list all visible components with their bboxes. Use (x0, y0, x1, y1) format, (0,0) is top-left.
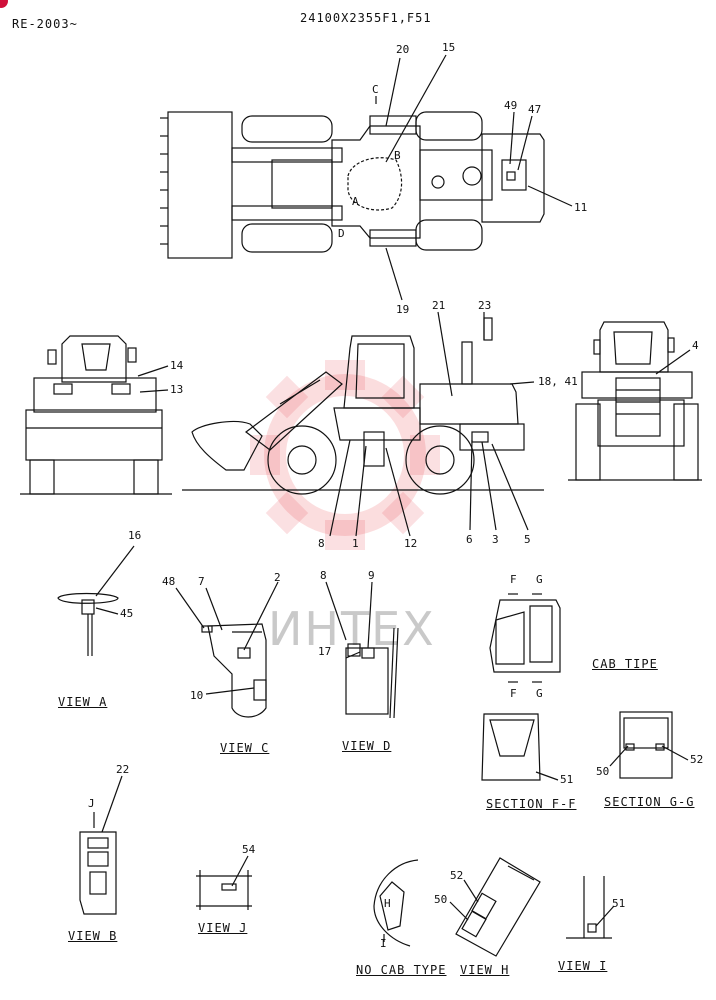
callout-51-ff: 51 (560, 773, 574, 786)
section-mark-g-top: G (536, 573, 543, 586)
view-c-drawing (201, 623, 267, 718)
callout-23: 23 (478, 299, 492, 312)
view-d-drawing (345, 627, 399, 719)
top-view-drawing (160, 111, 545, 259)
callout-9: 9 (368, 569, 375, 582)
caption-view-c: VIEW C (220, 741, 270, 755)
no-cab-type-drawing (373, 859, 419, 947)
section-gg-drawing (619, 711, 673, 779)
callout-48: 48 (162, 575, 176, 588)
callout-4: 4 (692, 339, 699, 352)
caption-view-d: VIEW D (342, 739, 392, 753)
caption-view-h: VIEW H (460, 963, 510, 977)
callout-1: 1 (352, 537, 359, 550)
callout-19: 19 (396, 303, 410, 316)
view-b-drawing (79, 812, 117, 915)
cab-tipe-drawing (489, 593, 561, 683)
callout-45: 45 (120, 607, 134, 620)
callout-51-i: 51 (612, 897, 626, 910)
callout-d: D (338, 227, 345, 240)
view-j-drawing (196, 870, 252, 910)
callout-18-41: 18, 41 (538, 375, 578, 388)
callout-54: 54 (242, 843, 256, 856)
callout-a: A (352, 195, 359, 208)
callout-22: 22 (116, 763, 130, 776)
caption-no-cab-type: NO CAB TYPE (356, 963, 447, 977)
caption-section-ff: SECTION F-F (486, 797, 577, 811)
callout-j: J (88, 797, 95, 810)
callout-16: 16 (128, 529, 142, 542)
callout-50-gg: 50 (596, 765, 610, 778)
caption-view-b: VIEW B (68, 929, 118, 943)
callout-15: 15 (442, 41, 456, 54)
callout-10: 10 (190, 689, 204, 702)
callout-50-h: 50 (434, 893, 448, 906)
callout-b: B (394, 149, 401, 162)
callout-2: 2 (274, 571, 281, 584)
callout-21: 21 (432, 299, 446, 312)
callout-i: I (380, 937, 387, 950)
callout-11: 11 (574, 201, 588, 214)
side-view-drawing (182, 317, 544, 495)
callout-8-viewd: 8 (320, 569, 327, 582)
section-mark-g-bottom: G (536, 687, 543, 700)
section-ff-drawing (481, 713, 541, 781)
callout-17: 17 (318, 645, 332, 658)
callout-c: C (372, 83, 379, 96)
caption-view-i: VIEW I (558, 959, 608, 973)
section-mark-f-bottom: F (510, 687, 517, 700)
callout-12: 12 (404, 537, 418, 550)
callout-14: 14 (170, 359, 184, 372)
callout-49: 49 (504, 99, 518, 112)
revision-label: RE-2003~ (12, 17, 78, 31)
corner-marker (0, 0, 8, 8)
callout-13: 13 (170, 383, 184, 396)
view-i-drawing (566, 876, 612, 939)
callout-6: 6 (466, 533, 473, 546)
view-a-drawing (57, 592, 119, 656)
front-view-drawing (20, 335, 172, 495)
callout-7: 7 (198, 575, 205, 588)
callout-52-gg: 52 (690, 753, 704, 766)
callout-h: H (384, 897, 391, 910)
callout-5: 5 (524, 533, 531, 546)
caption-cab-tipe: CAB TIPE (592, 657, 658, 671)
part-number-title: 24100X2355F1,F51 (300, 11, 432, 25)
rear-view-drawing (568, 321, 702, 481)
callout-20: 20 (396, 43, 410, 56)
watermark-text: ИНТЕХ (268, 602, 436, 656)
callout-3: 3 (492, 533, 499, 546)
caption-view-a: VIEW A (58, 695, 108, 709)
callout-52-h: 52 (450, 869, 464, 882)
section-mark-f-top: F (510, 573, 517, 586)
caption-view-j: VIEW J (198, 921, 248, 935)
caption-section-gg: SECTION G-G (604, 795, 695, 809)
view-h-drawing (455, 857, 541, 957)
callout-8-side: 8 (318, 537, 325, 550)
callout-47: 47 (528, 103, 542, 116)
